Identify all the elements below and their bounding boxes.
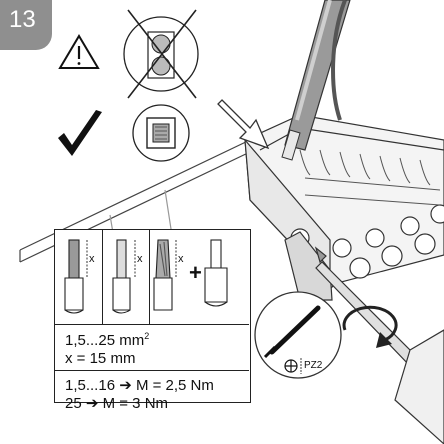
strip-length-marker: x (178, 253, 184, 265)
crossed-wire-icon (123, 9, 199, 99)
terminal-block (244, 114, 444, 301)
strip-length-marker: x (89, 253, 95, 265)
plus-sign: + (189, 260, 202, 285)
pozidriv-screwdriver-icon (254, 291, 342, 379)
wire-spec-table: x x x + 1,5...25 mm2 x = 15 mm 1,5...16 … (54, 229, 251, 412)
torque-large-text: 25 ➔ M = 3 Nm (65, 395, 169, 412)
strip-length-marker: x (137, 253, 143, 265)
step-number: 13 (9, 6, 36, 33)
warning-triangle-icon (58, 34, 100, 69)
checkmark-icon (58, 110, 102, 156)
cross-section-text: 1,5...25 mm2 (65, 332, 149, 350)
cross-section-value: 1,5...25 mm (65, 332, 145, 349)
ferrule-icon (204, 239, 228, 307)
torque-small-text: 1,5...16 ➔ M = 2,5 Nm (65, 377, 214, 394)
wire-type-illustrations: x x x + (64, 239, 228, 314)
cross-section-exponent: 2 (144, 331, 150, 341)
rotate-clockwise-icon (342, 305, 398, 342)
fine-stranded-wire-icon (153, 239, 173, 311)
strip-length-text: x = 15 mm (65, 350, 136, 367)
stranded-wire-icon (112, 239, 131, 314)
screwdriver (314, 246, 444, 444)
screwdriver-size-label: PZ2 (304, 360, 323, 371)
cable (281, 0, 351, 161)
step-badge: 13 (0, 0, 52, 50)
insert-arrow-icon (217, 99, 270, 150)
correct-wire-icon (132, 104, 190, 162)
wire-type-icons: x x x + (55, 230, 249, 325)
solid-wire-icon (64, 239, 84, 314)
